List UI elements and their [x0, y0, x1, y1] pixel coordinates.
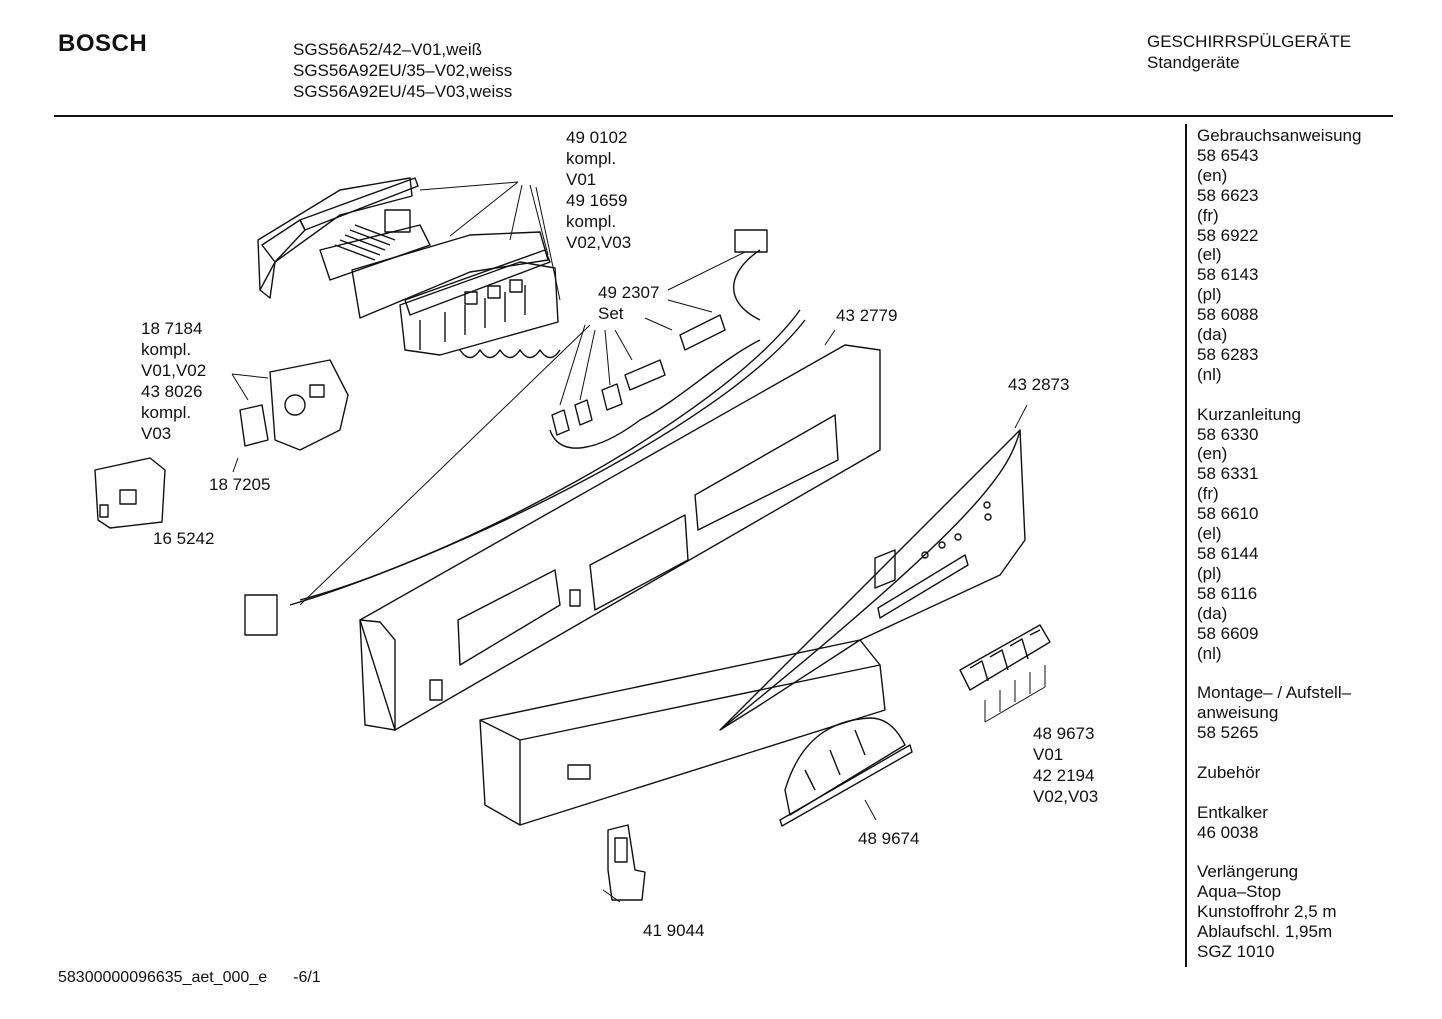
category-title: GESCHIRRSPÜLGERÄTE	[1147, 32, 1352, 51]
part-label-432779: 43 2779	[836, 306, 898, 325]
page-footer: 58300000096635_aet_000_e -6/1	[58, 969, 321, 987]
sidebar-group-verlaengerung: Verlängerung Aqua–Stop Kunstoffrohr 2,5 …	[1197, 862, 1337, 962]
button-strip-drawing	[959, 624, 1051, 691]
model-list: SGS56A52/42–V01,weiß SGS56A92EU/35–V02,w…	[293, 39, 512, 102]
latch-drawing	[607, 824, 646, 901]
part-label-432873: 43 2873	[1008, 375, 1070, 394]
part-label-165242: 16 5242	[153, 529, 215, 548]
front-panel-drawing	[719, 429, 1026, 731]
electronics-module-drawing	[257, 177, 561, 359]
switch-unit-drawing	[94, 457, 166, 529]
part-label-489674: 48 9674	[858, 829, 920, 848]
category-subtitle: Standgeräte	[1147, 53, 1240, 72]
wiring-harness-drawing	[244, 229, 806, 636]
document-id: 58300000096635_aet_000_e	[58, 969, 268, 986]
part-label-187205: 18 7205	[209, 475, 271, 494]
valve-unit-drawing	[239, 359, 349, 451]
model-number: SGS56A92EU/35–V02,weiss	[293, 61, 513, 80]
exploded-parts-drawing	[94, 177, 1051, 903]
model-number: SGS56A52/42–V01,weiß	[293, 40, 483, 59]
product-category: GESCHIRRSPÜLGERÄTE Standgeräte	[1147, 31, 1351, 73]
part-label-490102: 49 0102 kompl. V01 49 1659 kompl. V02,V0…	[566, 128, 632, 252]
sidebar-group-entkalker: Entkalker 46 0038	[1197, 802, 1268, 842]
lower-fascia-drawing	[479, 639, 886, 826]
documentation-sidebar: Gebrauchsanweisung 58 6543 (en) 58 6623 …	[1197, 126, 1361, 982]
brand-logo: BOSCH	[58, 30, 148, 57]
part-label-489673: 48 9673 V01 42 2194 V02,V03	[1033, 724, 1099, 806]
part-label-187184: 18 7184 kompl. V01,V02 43 8026 kompl. V0…	[141, 319, 207, 443]
sidebar-group-zubehoer: Zubehör	[1197, 762, 1261, 782]
sidebar-group-montage: Montage– / Aufstell– anweisung 58 5265	[1197, 683, 1352, 743]
inner-frame-drawing	[359, 344, 881, 731]
header-divider	[54, 115, 1393, 117]
leader-lines	[231, 181, 1046, 903]
page-number: -6/1	[293, 969, 321, 986]
model-number: SGS56A92EU/45–V03,weiss	[293, 82, 513, 101]
part-label-419044: 41 9044	[643, 921, 705, 940]
handle-drawing	[779, 717, 913, 827]
sidebar-group-gebrauchsanweisung: Gebrauchsanweisung 58 6543 (en) 58 6623 …	[1197, 126, 1362, 384]
sidebar-divider	[1185, 124, 1187, 967]
part-label-492307: 49 2307 Set	[598, 283, 660, 323]
sidebar-group-kurzanleitung: Kurzanleitung 58 6330 (en) 58 6331 (fr) …	[1197, 404, 1301, 663]
